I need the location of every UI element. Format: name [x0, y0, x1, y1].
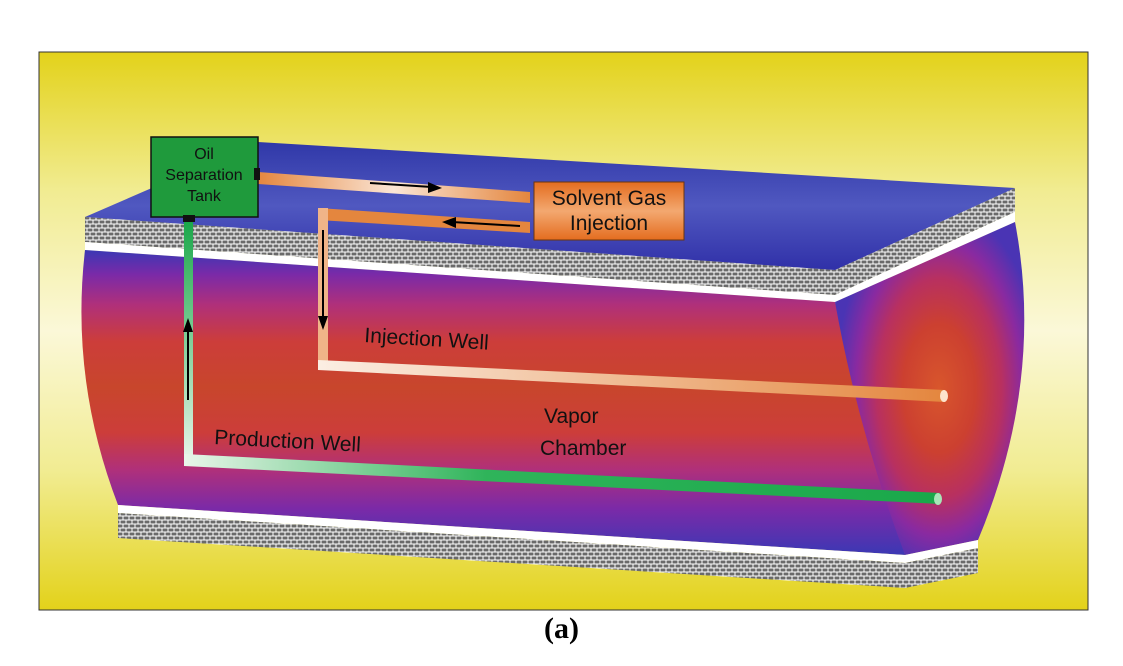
solvent-label-line1: Solvent Gas	[552, 187, 666, 210]
production-flow-arrow	[183, 318, 193, 400]
bottom-boundary	[118, 505, 978, 563]
reservoir-end-cap	[835, 222, 1025, 555]
figure-caption: (a)	[544, 612, 579, 645]
solvent-gas-injection-box: Solvent Gas Injection	[533, 181, 685, 241]
tank-label-line2: Separation	[165, 167, 242, 184]
solvent-flow-arrow-left	[442, 217, 521, 228]
solvent-flow-arrow-right	[369, 182, 442, 193]
oil-separation-tank: Oil Separation Tank	[150, 136, 260, 222]
top-rock-layer	[85, 217, 835, 295]
tank-label-line1: Oil	[194, 146, 214, 163]
bottom-rock-layer	[118, 513, 905, 588]
bottom-rock-layer-side	[905, 548, 978, 588]
solvent-label-line2: Injection	[570, 212, 648, 235]
reservoir-body	[81, 250, 905, 555]
top-boundary	[85, 212, 1015, 302]
tank-label-line3: Tank	[187, 188, 222, 205]
top-rock-layer-side	[835, 188, 1015, 295]
injection-flow-arrow-down	[318, 230, 328, 330]
vapor-chamber-label-line2: Chamber	[540, 437, 626, 460]
vapor-chamber-label-line1: Vapor	[544, 405, 598, 428]
